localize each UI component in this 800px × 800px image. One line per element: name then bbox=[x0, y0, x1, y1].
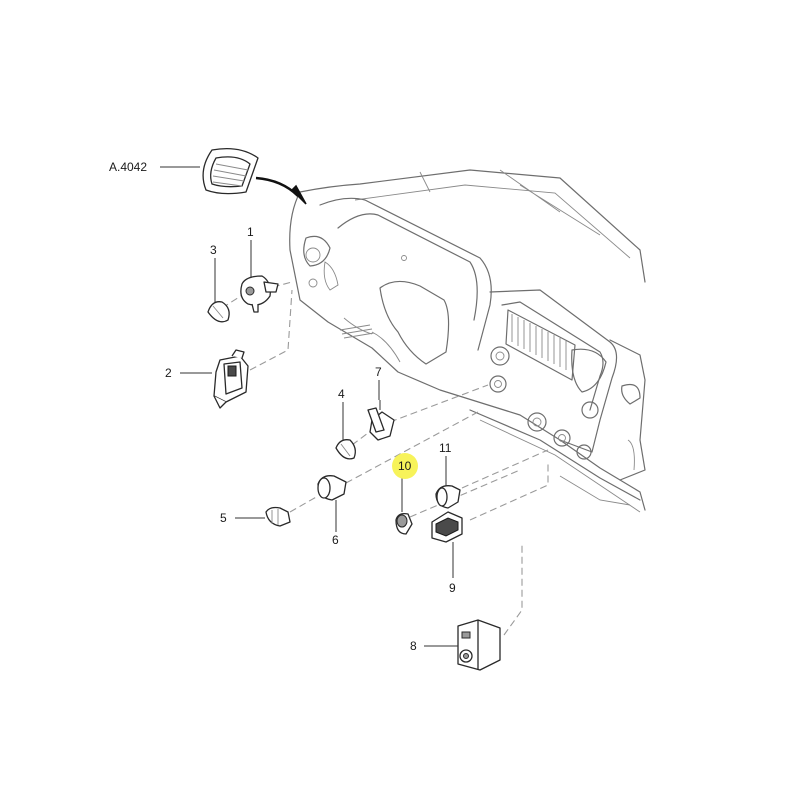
part-a4042-side-vent bbox=[202, 147, 259, 195]
part-8-module bbox=[457, 619, 501, 671]
part-4-knob bbox=[335, 439, 356, 460]
callout-a4042: A.4042 bbox=[109, 160, 147, 174]
part-1-switch bbox=[240, 275, 279, 313]
callout-6: 6 bbox=[332, 533, 339, 547]
part-7-switch bbox=[367, 400, 395, 441]
part-6-lamp bbox=[317, 475, 347, 501]
callout-10: 10 bbox=[398, 459, 412, 473]
part-10-bulb bbox=[395, 512, 413, 535]
callout-7: 7 bbox=[375, 365, 382, 379]
callout-1: 1 bbox=[247, 225, 254, 239]
callout-11: 11 bbox=[439, 441, 452, 455]
dashboard-panel bbox=[289, 169, 646, 513]
center-vent bbox=[505, 309, 607, 393]
callout-9: 9 bbox=[449, 581, 456, 595]
part-11-socket bbox=[435, 485, 461, 509]
callout-labels: A.4042 1 3 2 4 7 5 6 10 11 9 8 bbox=[109, 160, 456, 653]
callout-leaders bbox=[160, 166, 458, 647]
callout-3: 3 bbox=[210, 243, 217, 257]
install-arrow bbox=[255, 176, 299, 197]
callout-8: 8 bbox=[410, 639, 417, 653]
callout-5: 5 bbox=[220, 511, 227, 525]
part-3-knob bbox=[207, 301, 230, 323]
install-arrow-head bbox=[290, 184, 307, 205]
callout-4: 4 bbox=[338, 387, 345, 401]
assembly-lines bbox=[221, 281, 549, 636]
callout-10-highlight bbox=[392, 453, 418, 479]
part-2-combination-switch bbox=[213, 349, 249, 409]
part-9-switch bbox=[431, 511, 463, 543]
part-5-bulb-holder bbox=[265, 506, 291, 527]
callout-2: 2 bbox=[165, 366, 172, 380]
